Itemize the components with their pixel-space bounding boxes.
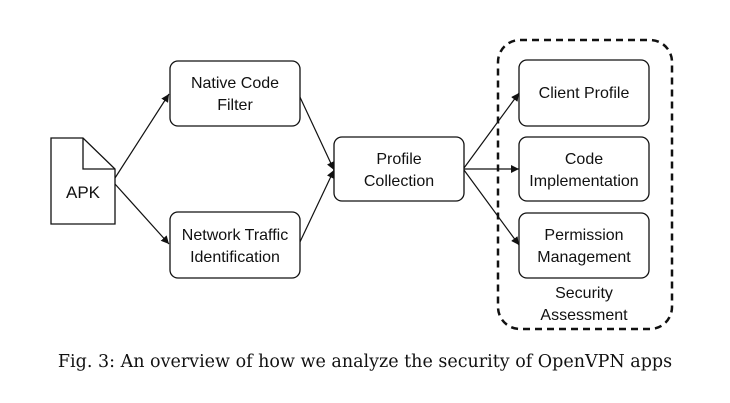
native-code-filter-node: Native Code Filter xyxy=(169,60,301,127)
code-implementation-node: Code Implementation xyxy=(518,136,650,202)
client-profile-label: Client Profile xyxy=(539,85,630,102)
edge-apk-native-code-filter xyxy=(114,93,170,179)
permission-management-box xyxy=(518,212,650,279)
native-code-filter-line2: Filter xyxy=(217,97,253,114)
edge-native-code-filter-profile-collection xyxy=(298,94,335,171)
client-profile-node: Client Profile xyxy=(518,59,650,127)
profile-collection-box xyxy=(333,136,465,202)
security-assessment-line1: Security xyxy=(555,285,613,302)
edge-apk-network-traffic xyxy=(114,183,170,245)
native-code-filter-line1: Native Code xyxy=(191,75,279,92)
apk-node: APK xyxy=(50,137,116,225)
code-implementation-line2: Implementation xyxy=(529,173,638,190)
profile-collection-line2: Collection xyxy=(364,173,434,190)
edge-network-traffic-profile-collection xyxy=(298,169,335,245)
native-code-filter-box xyxy=(169,60,301,127)
client-profile-box xyxy=(518,59,650,127)
document-icon xyxy=(50,137,116,225)
network-traffic-node: Network Traffic Identification xyxy=(169,211,301,279)
network-traffic-box xyxy=(169,211,301,279)
edge-profile-collection-client-profile xyxy=(463,92,520,169)
network-traffic-line2: Identification xyxy=(190,249,280,266)
security-assessment-group xyxy=(496,38,674,331)
code-implementation-box xyxy=(518,136,650,202)
edges xyxy=(114,92,520,246)
code-implementation-line1: Code xyxy=(565,151,603,168)
document-fold xyxy=(82,138,115,170)
profile-collection-node: Profile Collection xyxy=(333,136,465,202)
edge-profile-collection-permission-management xyxy=(463,169,520,246)
profile-collection-line1: Profile xyxy=(376,151,421,168)
network-traffic-line1: Network Traffic xyxy=(182,227,288,244)
security-assessment-line2: Assessment xyxy=(540,307,628,324)
permission-management-line2: Management xyxy=(537,249,631,266)
apk-label: APK xyxy=(66,183,101,202)
permission-management-node: Permission Management xyxy=(518,212,650,279)
figure-caption: Fig. 3: An overview of how we analyze th… xyxy=(57,352,673,372)
permission-management-line1: Permission xyxy=(544,227,623,244)
